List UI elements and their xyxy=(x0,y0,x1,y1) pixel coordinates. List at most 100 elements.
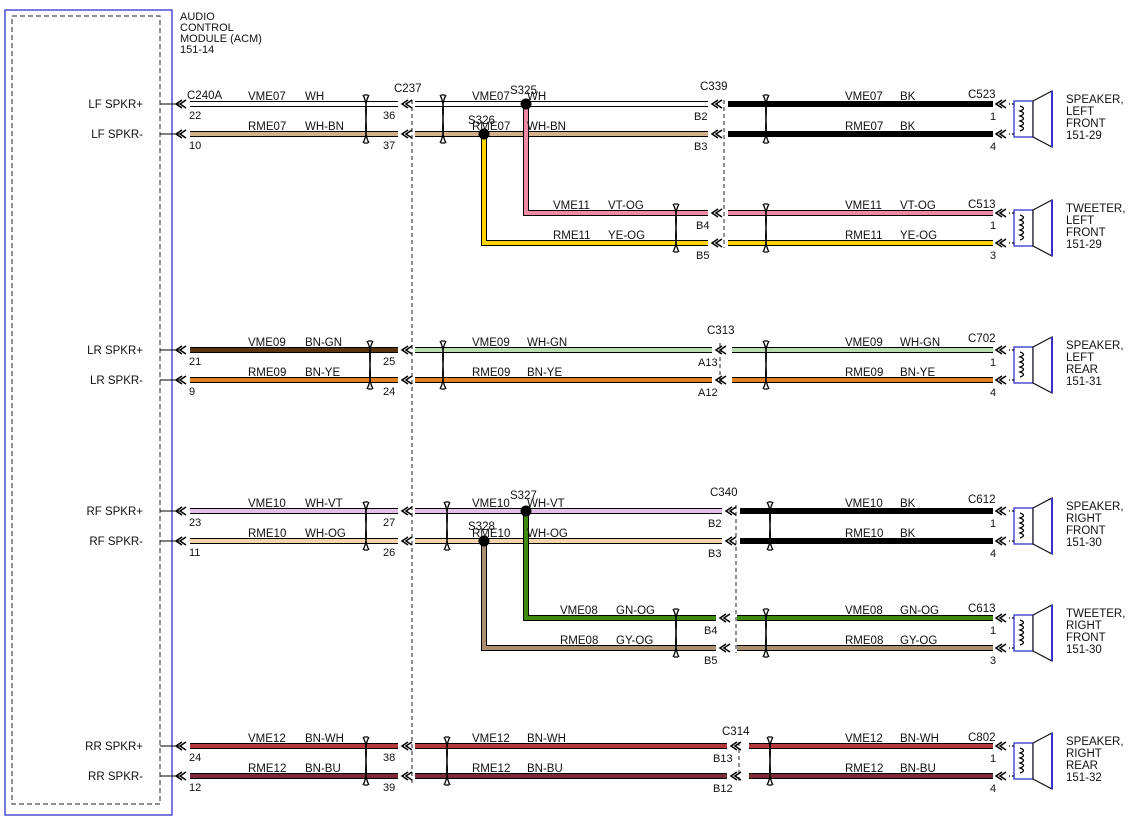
group-4-wire-1-device-pin: 1 xyxy=(990,753,996,765)
group-4-wire-1-end-arrow-chevron-2 xyxy=(733,741,742,751)
group-3-wire-1-device-pin: 1 xyxy=(990,518,996,530)
group-1-wire-2-device-pin: 4 xyxy=(990,141,996,153)
group-4-cone-icon xyxy=(1032,732,1053,790)
group-1-wire-1-device-arrow-chevron xyxy=(994,99,1003,109)
group-3-branch-wire-1-device-arrow xyxy=(994,613,1007,623)
group-4-wire-2-acm-pin: 12 xyxy=(189,782,201,794)
group-3-wire-1-pin-label: RF SPKR+ xyxy=(86,506,143,518)
group-4-label-1: RIGHT xyxy=(1066,748,1102,760)
group-3-wire-1-end-arrow-chevron xyxy=(724,506,733,516)
group-3-branch-wire-2-seg-2-color: GY-OG xyxy=(900,635,937,647)
group-4-label-3: 151-32 xyxy=(1066,772,1102,784)
group-1-branch-label-0: TWEETER, xyxy=(1066,203,1125,215)
group-4-wire-1-c237-pin: 38 xyxy=(383,752,395,764)
group-1-wire-1-seg-1-color: WH xyxy=(305,91,324,103)
group-2-twist-3 xyxy=(762,340,770,390)
group-3-wire-1-c237-arrow-chevron xyxy=(400,506,409,516)
group-4-wire-2-seg-2-color: BN-BU xyxy=(527,763,563,775)
group-4-wire-2-device-arrow xyxy=(994,771,1007,781)
group-1-branch-wire-2-seg-1-fill xyxy=(482,134,708,245)
group-3-twist-2 xyxy=(443,501,451,551)
group-2-wire-2-module-arrow-chevron-2 xyxy=(178,375,187,385)
group-2-label-2: REAR xyxy=(1066,364,1098,376)
group-3-wire-1-end-pin: B2 xyxy=(708,518,721,530)
group-1-branch-wire-1-end-arrow-chevron-2 xyxy=(714,208,723,218)
group-1-branch-label-2: FRONT xyxy=(1066,227,1106,239)
group-1-branch-wire-1-seg-2-circuit: VME11 xyxy=(845,200,882,212)
group-3-wire-2-seg-2-circuit: RME10 xyxy=(472,528,510,540)
group-3-branch-wire-2-seg-1-fill xyxy=(482,541,716,650)
group-2-wire-1-device-pin: 1 xyxy=(990,357,996,369)
group-3-wire-1-seg-1-color: WH-VT xyxy=(305,498,343,510)
splice-s325-label: S325 xyxy=(510,85,537,97)
group-1-branch-wire-2-end-arrow xyxy=(710,238,723,248)
group-1-branch-twist-1-caps xyxy=(674,203,678,253)
group-4-wire-1-seg-2-circuit: VME12 xyxy=(472,733,510,745)
group-4-wire-1-device-arrow-chevron-2 xyxy=(998,741,1007,751)
group-1-wire-2-end-arrow xyxy=(710,129,723,139)
group-4-wire-2-c237-arrow-chevron xyxy=(400,771,409,781)
group-3-branch-coil-icon xyxy=(1018,619,1025,646)
wires-layer xyxy=(190,101,993,779)
group-4-wire-2-c237-arrow xyxy=(400,771,413,781)
group-1-branch-twist-1-strand-b xyxy=(672,203,680,253)
group-1-wire-2-device-arrow xyxy=(994,129,1007,139)
group-1-wire-2-c237-arrow-chevron xyxy=(400,129,409,139)
group-1-branch-twist-2-strand-b xyxy=(762,203,770,253)
group-4-wire-2-pin-label: RR SPKR- xyxy=(88,771,143,783)
group-4-wire-2-c237-pin: 39 xyxy=(383,782,395,794)
connector-c702-label: C702 xyxy=(968,333,996,345)
connector-c513-label: C513 xyxy=(968,199,996,211)
group-1-wire-1-seg-2-color: WH xyxy=(527,91,546,103)
group-2-wire-2-seg-3-color: BN-YE xyxy=(900,367,935,379)
group-1-branch-wire-1-seg-1-fill xyxy=(524,104,708,215)
group-1-branch-wire-1-device-arrow xyxy=(994,208,1007,218)
group-4-wire-1-end-pin: B13 xyxy=(713,753,733,765)
group-2-wire-1-end-arrow-chevron-2 xyxy=(718,345,727,355)
group-1-branch-wire-2-seg-2-color: YE-OG xyxy=(900,230,937,242)
group-1-wire-1-end-pin: B2 xyxy=(694,111,707,123)
group-4-wire-1-c237-arrow-chevron-2 xyxy=(404,741,413,751)
group-3-wire-2-module-arrow-chevron-2 xyxy=(178,536,187,546)
group-4-wire-1-seg-1-circuit: VME12 xyxy=(248,733,286,745)
group-1-wire-1-module-arrow-chevron-2 xyxy=(178,99,187,109)
group-4-wire-2-end-arrow-chevron-2 xyxy=(733,771,742,781)
group-1-branch-wire-1-device-arrow-chevron-2 xyxy=(998,208,1007,218)
group-3-wire-2-end-pin: B3 xyxy=(708,548,721,560)
group-3-twist-1 xyxy=(362,501,370,551)
group-4-wire-2-module-arrow-chevron xyxy=(174,771,183,781)
group-2-twist-3-strand-b xyxy=(762,340,770,390)
module-title-line-2: CONTROL xyxy=(180,22,234,34)
group-1-branch-wire-2-seg-1-outline xyxy=(481,134,708,246)
group-2-wire-1-device-arrow-chevron-2 xyxy=(998,345,1007,355)
audio-control-module: AUDIO CONTROL MODULE (ACM) 151-14 C240A xyxy=(4,9,262,816)
group-2-wire-1-seg-1-circuit: VME09 xyxy=(248,337,286,349)
group-2-wire-1-seg-3-color: WH-GN xyxy=(900,337,940,349)
group-1-wire-2-device-arrow-chevron-2 xyxy=(998,129,1007,139)
group-1-wire-2-seg-3-circuit: RME07 xyxy=(845,121,883,133)
group-3-wire-1-seg-3-color: BK xyxy=(900,498,916,510)
group-1-wire-2-seg-1-circuit: RME07 xyxy=(248,121,286,133)
group-3-wire-2-seg-2-color: WH-OG xyxy=(527,528,568,540)
group-3-branch-wire-2-device-arrow-chevron xyxy=(994,643,1003,653)
group-3-splice-plus xyxy=(520,505,532,517)
group-2-coil-icon xyxy=(1018,351,1025,378)
group-1-wire-1-c237-pin: 36 xyxy=(383,110,395,122)
group-1-branch-leads xyxy=(1009,212,1014,244)
group-3-wire-2-end-arrow-chevron xyxy=(724,536,733,546)
group-1-wire-2-module-arrow-chevron-2 xyxy=(178,129,187,139)
splice-s327-label: S327 xyxy=(510,490,537,502)
group-1-wire-2-pin-label: LF SPKR- xyxy=(91,129,143,141)
group-3-branch-wire-1-end-arrow-chevron xyxy=(718,613,727,623)
group-3-wire-1-device-arrow-chevron xyxy=(994,506,1003,516)
group-2-wire-1-seg-2-circuit: VME09 xyxy=(472,337,510,349)
group-2-wire-2-seg-3-circuit: RME09 xyxy=(845,367,883,379)
connector-c237-label: C237 xyxy=(394,83,422,95)
group-1-wire-1-device-pin: 1 xyxy=(990,111,996,123)
group-3-branch-twist-1-caps xyxy=(674,608,678,658)
group-1-branch-wire-1-seg-1-circuit: VME11 xyxy=(553,200,590,212)
connector-c613-label: C613 xyxy=(968,603,996,615)
module-title-line-1: AUDIO xyxy=(180,11,215,23)
group-2-wire-2-end-arrow xyxy=(714,375,727,385)
group-3-branch-wire-2-end-arrow-chevron xyxy=(718,643,727,653)
